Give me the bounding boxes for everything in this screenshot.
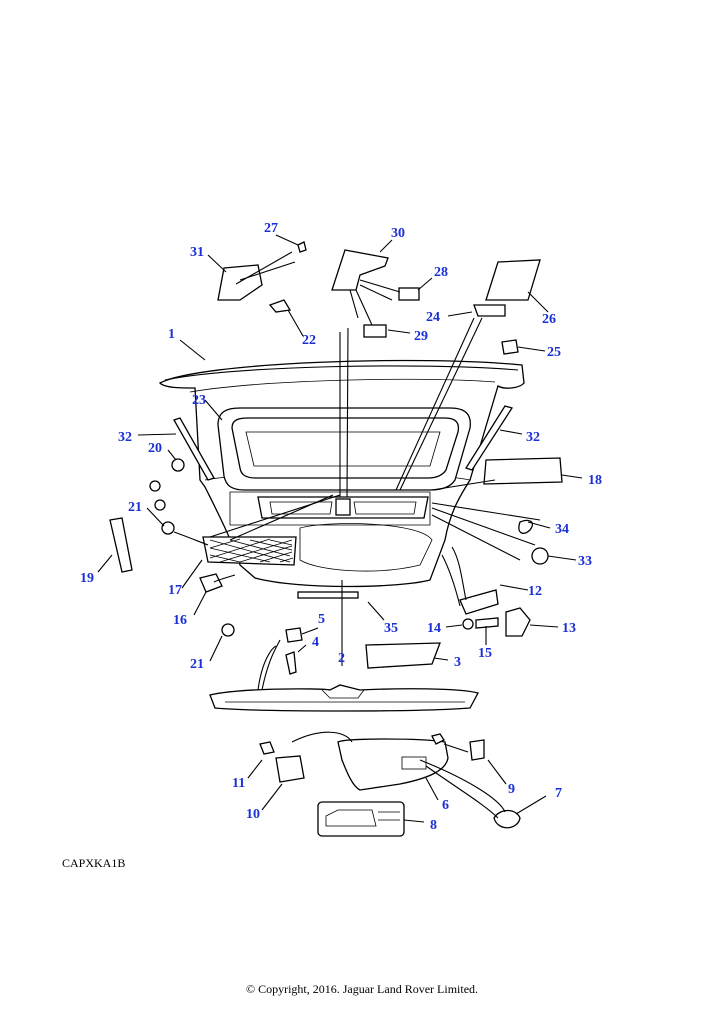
callout-19: 19 (80, 571, 94, 586)
callout-29: 29 (414, 329, 428, 344)
callout-20: 20 (148, 441, 162, 456)
callout-8: 8 (430, 818, 437, 833)
callout-26: 26 (542, 312, 556, 327)
callout-21a: 21 (128, 500, 142, 515)
callout-28: 28 (434, 265, 448, 280)
part-24 (473, 304, 506, 317)
callout-numbers: 1 2 3 4 5 6 7 8 9 10 11 12 13 14 15 16 1… (80, 221, 602, 833)
callout-10: 10 (246, 807, 260, 822)
callout-32a: 32 (118, 430, 132, 445)
callout-7: 7 (555, 786, 562, 801)
part-10 (275, 755, 305, 783)
sun-visor (337, 733, 449, 791)
callout-18: 18 (588, 473, 602, 488)
callout-23: 23 (192, 393, 206, 408)
callout-34: 34 (555, 522, 569, 537)
storage-net (202, 536, 297, 566)
part-3 (365, 642, 441, 669)
part-16 (199, 573, 223, 593)
callout-32b: 32 (526, 430, 540, 445)
callout-9: 9 (508, 782, 515, 797)
overhead-console-strip (257, 496, 429, 519)
part-9 (469, 739, 485, 761)
part-22 (268, 299, 292, 313)
callout-35: 35 (384, 621, 398, 636)
callout-17: 17 (168, 583, 182, 598)
part-31 (217, 264, 263, 301)
small-parts (109, 241, 563, 829)
part-5 (285, 627, 303, 643)
callout-5: 5 (318, 612, 325, 627)
part-21c (161, 521, 175, 535)
callout-33: 33 (578, 554, 592, 569)
part-20 (171, 458, 185, 472)
sunroof-surround (217, 407, 471, 491)
callout-22: 22 (302, 333, 316, 348)
part-18 (483, 457, 563, 485)
part-7 (493, 809, 521, 829)
warning-label (317, 801, 405, 837)
part-27 (297, 241, 307, 253)
callout-11: 11 (232, 776, 245, 791)
part-14 (462, 618, 474, 630)
callout-14: 14 (427, 621, 441, 636)
diagram-reference-code: CAPXKA1B (62, 856, 126, 870)
callout-16: 16 (173, 613, 187, 628)
part-30 (331, 249, 389, 291)
part-21a (149, 480, 161, 492)
callout-27: 27 (264, 221, 278, 236)
rear-trim-panel (209, 684, 479, 712)
part-26 (485, 259, 541, 301)
part-32-left (173, 417, 215, 481)
callout-1: 1 (168, 327, 175, 342)
part-28 (398, 287, 420, 301)
part-35 (297, 591, 359, 599)
part-32-right (465, 405, 514, 471)
callout-24: 24 (426, 310, 440, 325)
callout-25: 25 (547, 345, 561, 360)
callout-15: 15 (478, 646, 492, 661)
part-11 (259, 741, 275, 755)
callout-4: 4 (312, 635, 319, 650)
part-12 (459, 589, 499, 615)
part-25 (501, 339, 519, 355)
part-15 (475, 617, 499, 629)
callout-6: 6 (442, 798, 449, 813)
callout-12: 12 (528, 584, 542, 599)
part-4 (285, 651, 297, 675)
part-21b (154, 499, 166, 511)
callout-31: 31 (190, 245, 204, 260)
copyright-notice: © Copyright, 2016. Jaguar Land Rover Lim… (245, 982, 479, 996)
leader-lines (97, 234, 583, 823)
callout-13: 13 (562, 621, 576, 636)
callout-30: 30 (391, 226, 405, 241)
part-21d (221, 623, 235, 637)
part-19 (109, 517, 133, 573)
callout-21b: 21 (190, 657, 204, 672)
part-33 (531, 547, 549, 565)
callout-2: 2 (338, 651, 345, 666)
callout-3: 3 (454, 655, 461, 670)
part-34 (518, 519, 534, 534)
part-29 (363, 324, 387, 338)
part-13 (505, 607, 531, 637)
